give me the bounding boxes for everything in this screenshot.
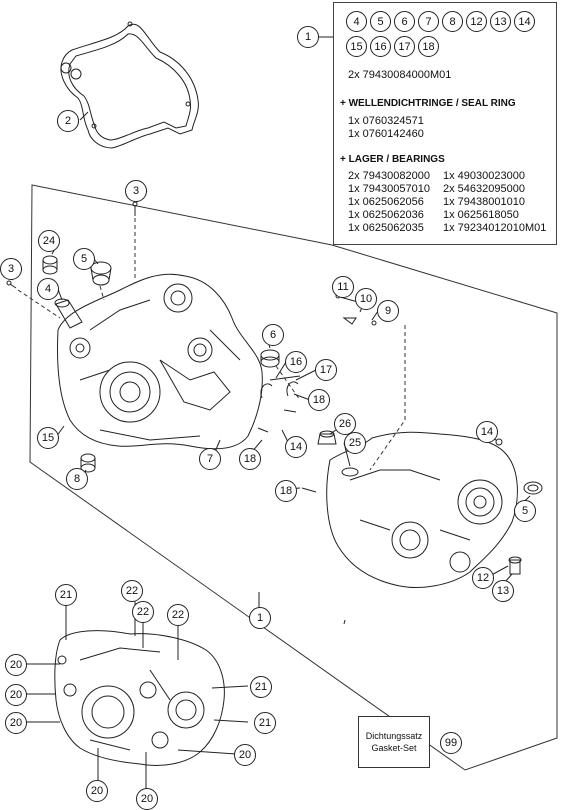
callout-21: 21 bbox=[254, 712, 276, 734]
callout-22: 22 bbox=[121, 580, 143, 602]
legend-chip: 6 bbox=[394, 11, 415, 32]
callout-14: 14 bbox=[285, 436, 307, 458]
callout-10: 10 bbox=[355, 288, 377, 310]
legend-chip: 5 bbox=[370, 11, 391, 32]
legend-chip: 14 bbox=[514, 11, 535, 32]
callout-2: 2 bbox=[57, 110, 79, 132]
callout-3: 3 bbox=[0, 258, 22, 280]
bearing-line: 1x 79430057010 bbox=[348, 183, 430, 195]
callout-21: 21 bbox=[250, 676, 272, 698]
legend-chip: 15 bbox=[346, 36, 367, 57]
callout-12: 12 bbox=[472, 567, 494, 589]
legend-chip: 4 bbox=[346, 11, 367, 32]
gasket-set-label-de: Dichtungssatz bbox=[365, 731, 423, 741]
callout-20: 20 bbox=[5, 654, 27, 676]
seal-line: 1x 0760324571 bbox=[348, 115, 424, 127]
callout-13: 13 bbox=[492, 580, 514, 602]
assembly-frame bbox=[29, 184, 558, 771]
callout-26: 26 bbox=[334, 413, 356, 435]
callout-20: 20 bbox=[234, 744, 256, 766]
bearing-line: 2x 79430082000 bbox=[348, 170, 430, 182]
callout-11: 11 bbox=[332, 276, 354, 298]
callout-99: 99 bbox=[440, 732, 462, 754]
callout-21: 21 bbox=[55, 584, 77, 606]
right-crankcase-half bbox=[326, 431, 518, 588]
callout-15: 15 bbox=[37, 427, 59, 449]
legend-pair-line: 2x 79430084000M01 bbox=[348, 69, 452, 81]
callout-7: 7 bbox=[199, 448, 221, 470]
legend-chip: 13 bbox=[490, 11, 511, 32]
callout-5: 5 bbox=[514, 500, 536, 522]
callout-16: 16 bbox=[285, 351, 307, 373]
seal-line: 1x 0760142460 bbox=[348, 128, 424, 140]
bearing-line: 1x 0625062035 bbox=[348, 222, 424, 234]
bearing-line: 1x 79234012010M01 bbox=[443, 222, 547, 234]
legend-chip: 17 bbox=[394, 36, 415, 57]
bearing-line: 1x 49030023000 bbox=[443, 170, 525, 182]
bearing-line: 1x 0625618050 bbox=[443, 209, 519, 221]
callout-1: 1 bbox=[297, 26, 319, 48]
gasket-set-label-en: Gasket-Set bbox=[371, 743, 417, 753]
legend-chip: 7 bbox=[418, 11, 439, 32]
callout-8: 8 bbox=[66, 468, 88, 490]
seal-heading: + WELLENDICHTRINGE / SEAL RING bbox=[340, 98, 516, 109]
legend-chip: 8 bbox=[442, 11, 463, 32]
callout-6: 6 bbox=[262, 324, 284, 346]
callout-14: 14 bbox=[476, 421, 498, 443]
gasket-set-box: Dichtungssatz Gasket-Set bbox=[358, 716, 430, 768]
callout-4: 4 bbox=[37, 278, 59, 300]
bearing-line: 2x 54632095000 bbox=[443, 183, 525, 195]
callout-22: 22 bbox=[167, 604, 189, 626]
legend-chip: 16 bbox=[370, 36, 391, 57]
bearing-line: 1x 79438001010 bbox=[443, 196, 525, 208]
callout-20: 20 bbox=[5, 684, 27, 706]
cover-gasket bbox=[60, 23, 199, 149]
callout-1: 1 bbox=[249, 607, 271, 629]
left-crankcase-half bbox=[57, 273, 263, 450]
callout-20: 20 bbox=[5, 712, 27, 734]
callout-9: 9 bbox=[377, 300, 399, 322]
callout-25: 25 bbox=[344, 432, 366, 454]
bearing-line: 1x 0625062056 bbox=[348, 196, 424, 208]
legend-chip: 12 bbox=[466, 11, 487, 32]
callout-17: 17 bbox=[315, 359, 337, 381]
callout-18: 18 bbox=[275, 480, 297, 502]
bearing-line: 1x 0625062036 bbox=[348, 209, 424, 221]
callout-5: 5 bbox=[73, 248, 95, 270]
callout-22: 22 bbox=[132, 601, 154, 623]
legend-chip: 18 bbox=[418, 36, 439, 57]
callout-18: 18 bbox=[308, 389, 330, 411]
callout-24: 24 bbox=[38, 230, 60, 252]
callout-20: 20 bbox=[86, 780, 108, 802]
callout-18: 18 bbox=[239, 448, 261, 470]
bearing-heading: + LAGER / BEARINGS bbox=[340, 154, 445, 165]
callout-20: 20 bbox=[136, 788, 158, 810]
callout-3: 3 bbox=[125, 180, 147, 202]
